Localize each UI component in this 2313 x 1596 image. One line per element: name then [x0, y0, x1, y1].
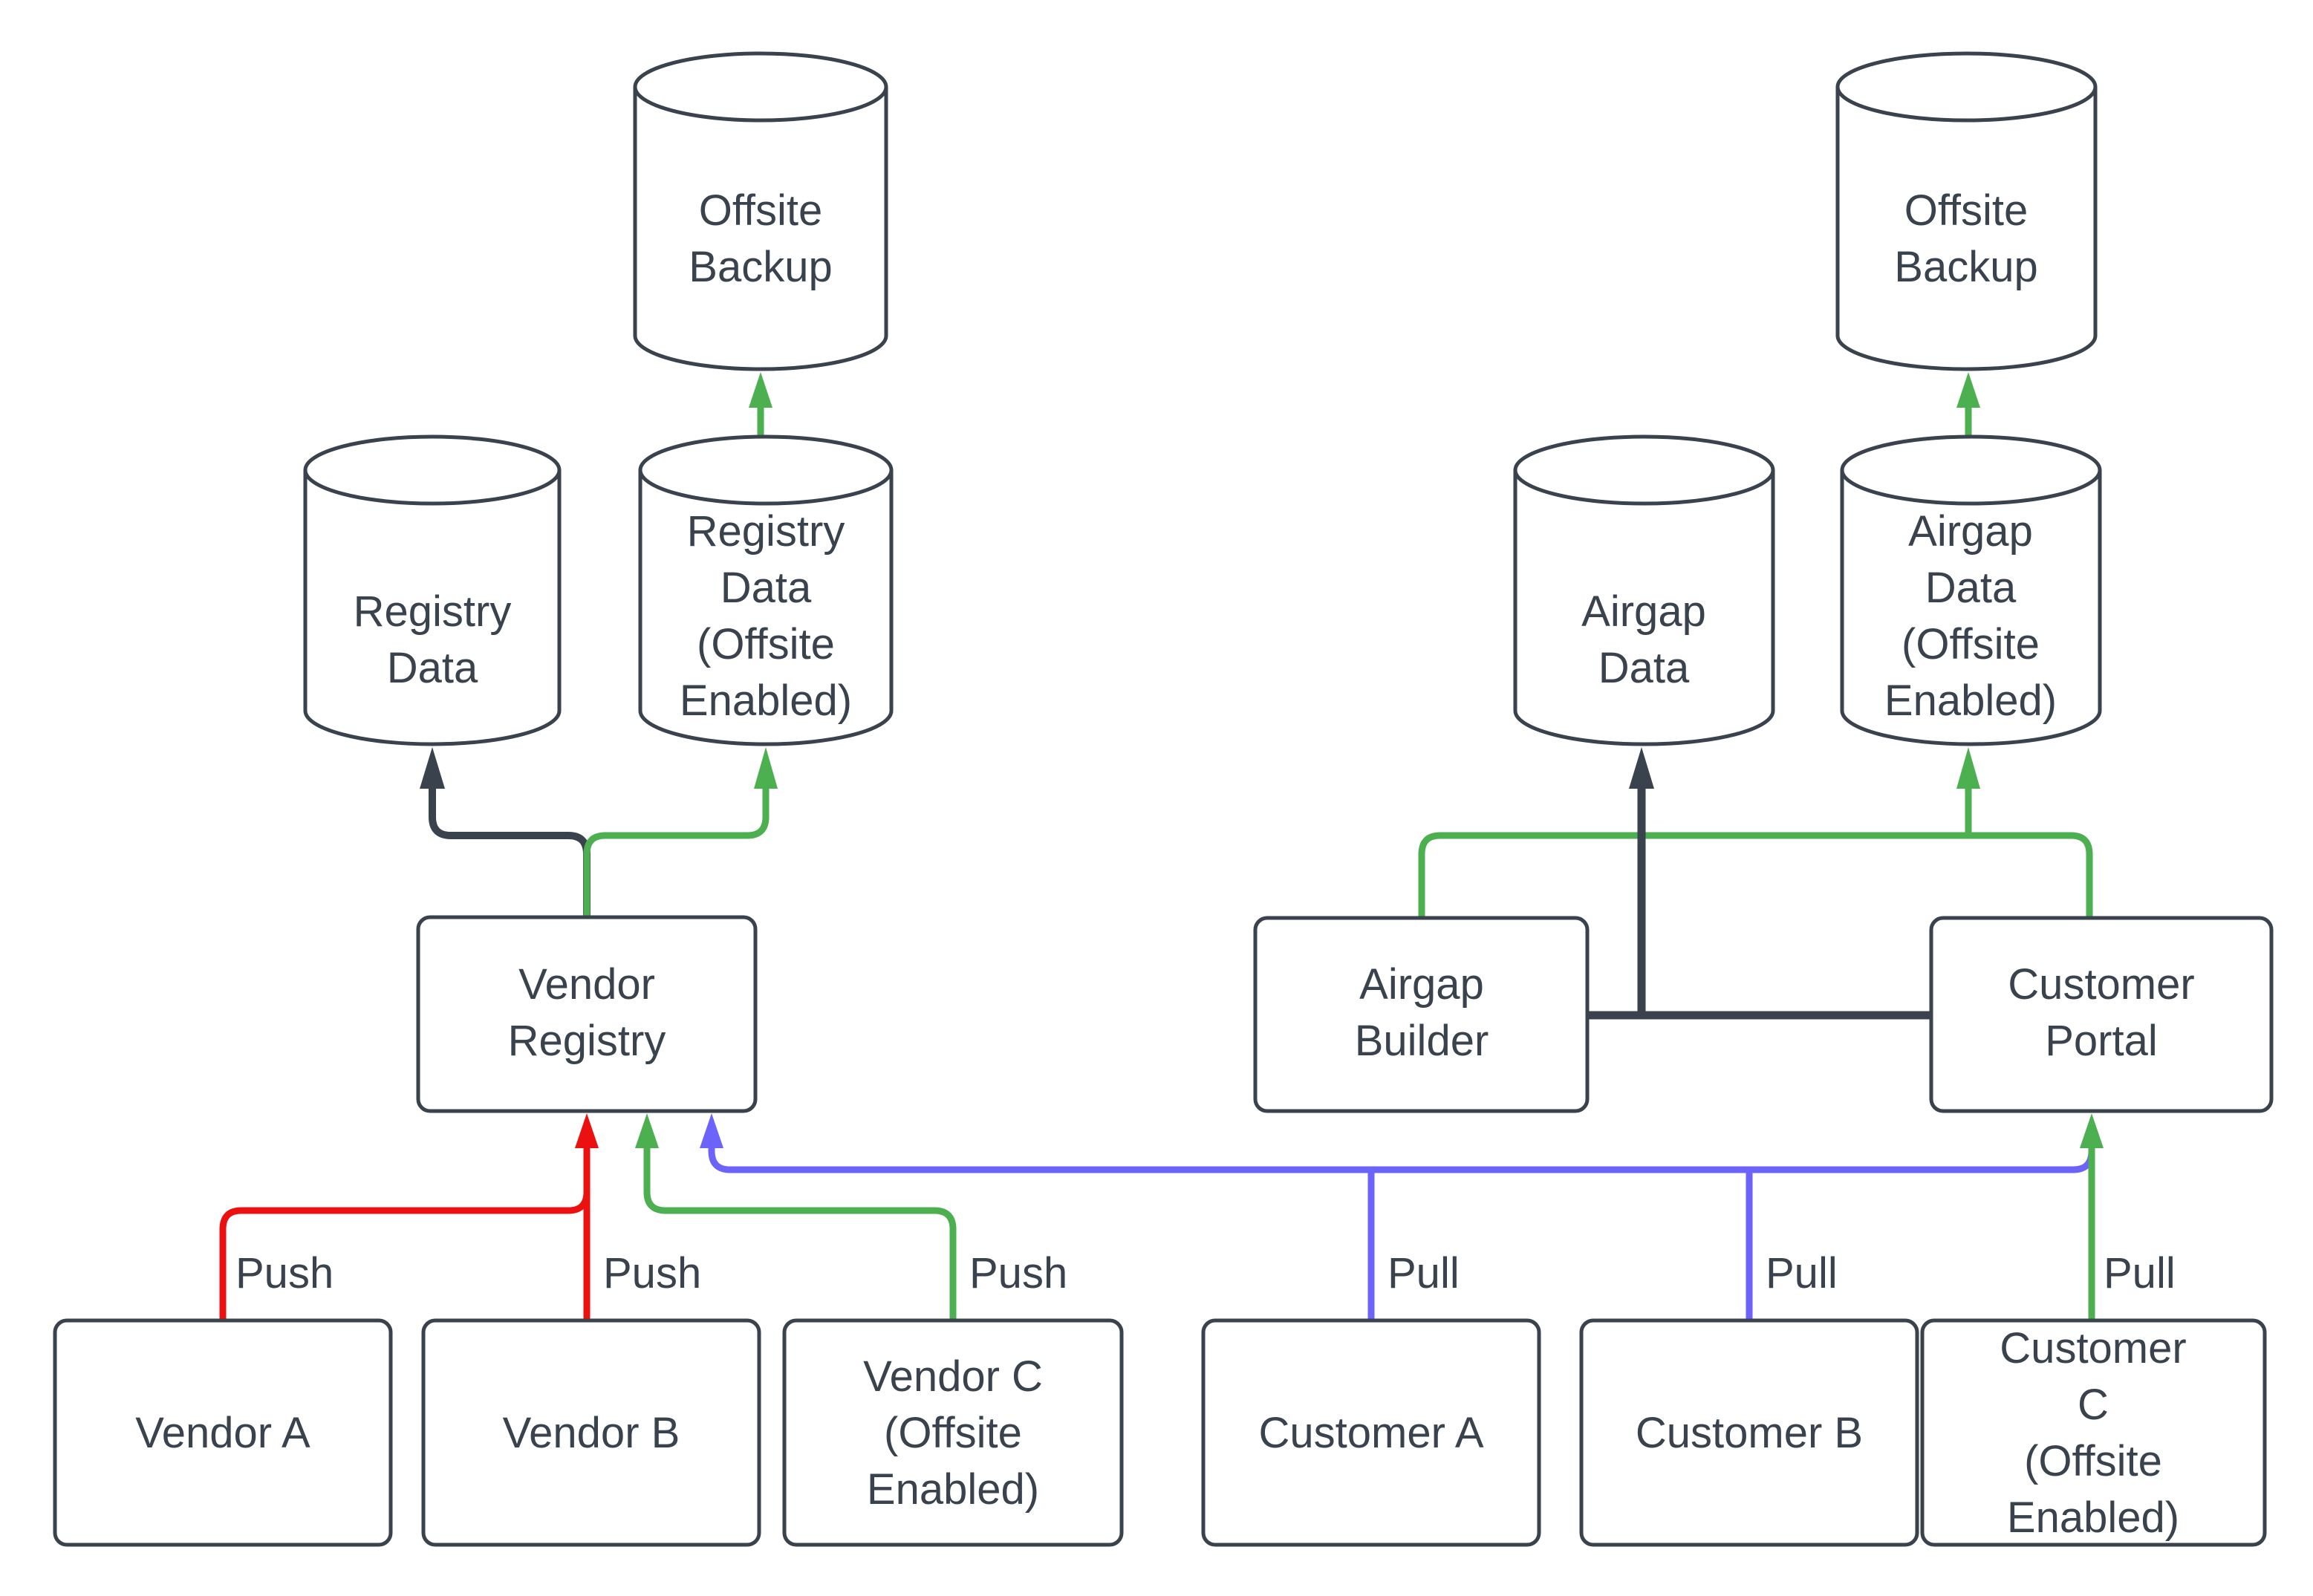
label-customer-a: Customer A: [1258, 1409, 1484, 1457]
node-customer-c: [1920, 1318, 2267, 1547]
node-airgap-builder: [1253, 916, 1590, 1113]
label-airgap-data-offsite: Airgap Data (Offsite Enabled): [1884, 507, 2057, 725]
node-customer-portal: [1929, 916, 2274, 1113]
node-customer-b: [1579, 1318, 1919, 1547]
edge-label-pull-customer-c: Pull: [2104, 1249, 2176, 1297]
label-customer-portal: Customer Portal: [2008, 960, 2195, 1065]
edge-airgap-offsite-green-group: [1418, 747, 2093, 918]
edge-offsite-backup-left-group: [749, 372, 772, 435]
label-offsite-backup-right: Offsite Backup: [1894, 186, 2038, 291]
edge-airgap-offsite-horizontal: [1418, 832, 2093, 918]
arrowhead-into-offsite-backup-left: [749, 372, 772, 408]
edge-label-push-vendor-b: Push: [603, 1249, 702, 1297]
node-vendor-registry: [416, 915, 758, 1113]
label-airgap-data: Airgap Data: [1581, 587, 1706, 692]
label-registry-data: Registry Data: [353, 587, 512, 692]
label-vendor-c: Vendor C (Offsite Enabled): [863, 1352, 1043, 1514]
arrowhead-into-registry-data: [420, 747, 445, 789]
arrowhead-push-vendor-c: [635, 1113, 659, 1148]
edge-offsite-backup-right-group: [1956, 372, 1980, 435]
edge-label-pull-customer-a: Pull: [1388, 1249, 1460, 1297]
arrowhead-push-into-vendor-registry: [575, 1113, 599, 1148]
label-airgap-builder: Airgap Builder: [1354, 960, 1489, 1065]
edge-push-vendor-c-line: [643, 1148, 957, 1320]
cylinder-offsite-backup-right: [1835, 51, 2098, 371]
label-vendor-registry: Vendor Registry: [507, 960, 666, 1065]
edge-pull-main-line: [708, 1145, 2095, 1173]
edge-label-pull-customer-b: Pull: [1766, 1249, 1838, 1297]
node-vendor-a: [53, 1318, 393, 1547]
cylinder-airgap-data-offsite: [1840, 434, 2102, 746]
cylinder-registry-data: [303, 434, 562, 746]
edge-label-push-vendor-a: Push: [235, 1249, 334, 1297]
cylinder-registry-data-offsite: [638, 434, 894, 746]
node-customer-a: [1201, 1318, 1541, 1547]
edge-registry-data-line: [429, 789, 591, 917]
edge-airgap-dark-group: [1587, 747, 1931, 1020]
arrowhead-into-airgap-data: [1629, 747, 1654, 789]
label-registry-data-offsite: Registry Data (Offsite Enabled): [679, 507, 853, 725]
arrowhead-pull-into-customer-portal: [2080, 1113, 2104, 1148]
edge-push-vendor-c-group: [635, 1113, 957, 1320]
edge-pull-customer-c-group: [2080, 1113, 2104, 1320]
arrowhead-into-airgap-data-offsite: [1956, 747, 1980, 789]
arrowhead-into-registry-data-offsite: [754, 747, 778, 789]
edge-registry-data-group: [420, 747, 591, 917]
label-vendor-b: Vendor B: [502, 1409, 680, 1457]
arrowhead-pull-into-vendor-registry: [700, 1113, 723, 1148]
node-vendor-b: [421, 1318, 761, 1547]
label-customer-b: Customer B: [1635, 1409, 1864, 1457]
edge-label-push-vendor-c: Push: [969, 1249, 1068, 1297]
edge-push-red-group: [219, 1113, 599, 1320]
cylinder-airgap-data: [1513, 434, 1775, 746]
edge-registry-data-offsite-line: [583, 789, 770, 917]
edge-registry-data-offsite-group: [583, 747, 778, 917]
label-vendor-a: Vendor A: [135, 1409, 310, 1457]
node-vendor-c: [782, 1318, 1124, 1547]
label-customer-c: Customer C (Offsite Enabled): [2000, 1324, 2187, 1542]
cylinder-offsite-backup-left: [633, 51, 888, 371]
label-offsite-backup-left: Offsite Backup: [689, 186, 833, 291]
arrowhead-into-offsite-backup-right: [1956, 372, 1980, 408]
